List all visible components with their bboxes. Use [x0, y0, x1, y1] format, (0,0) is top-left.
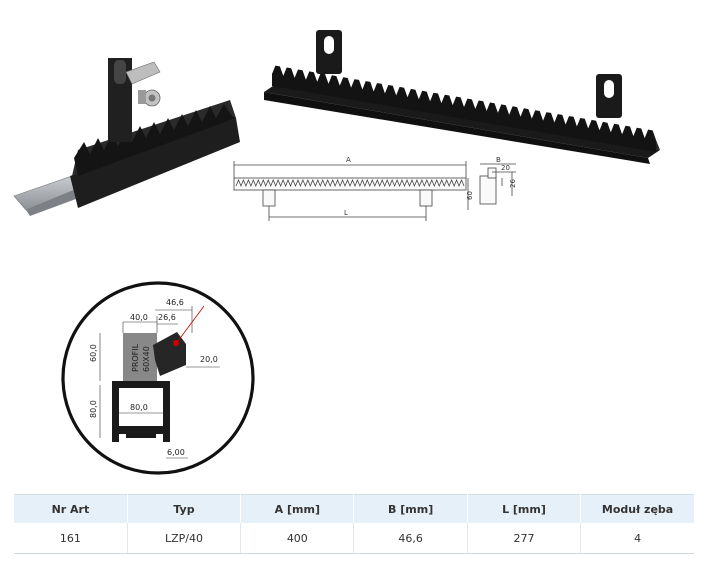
col-header-nr-art: Nr Art [14, 494, 128, 523]
cell-b: 46,6 [353, 523, 468, 554]
cell-l: 277 [467, 523, 582, 554]
rack-render [264, 30, 660, 164]
table-row: 161 LZP/40 400 46,6 277 4 [14, 523, 694, 554]
dim-26-6-label: 26,6 [158, 313, 176, 322]
dim-6-00-label: 6,00 [167, 448, 185, 457]
col-header-modul: Moduł zęba [580, 494, 694, 523]
dim-80-0-vertical-label: 80,0 [89, 400, 98, 418]
col-header-l: L [mm] [467, 494, 582, 523]
dim-60-label: 60 [466, 191, 474, 200]
dim-80-0-horizontal-label: 80,0 [130, 403, 148, 412]
col-header-b: B [mm] [353, 494, 468, 523]
dim-b-label: B [496, 156, 501, 164]
dim-20-0-label: 20,0 [200, 355, 218, 364]
dim-26-label: 26 [509, 179, 517, 188]
profile-label-line2: 60X40 [142, 346, 151, 372]
rack-technical-drawing [233, 161, 516, 221]
rack-on-profile-render [13, 58, 240, 216]
dim-60-0-label: 60,0 [89, 344, 98, 362]
cell-nr-art: 161 [14, 523, 128, 554]
dim-a-label: A [346, 156, 351, 164]
col-header-a: A [mm] [240, 494, 355, 523]
cell-typ: LZP/40 [127, 523, 242, 554]
dim-46-6-label: 46,6 [166, 298, 184, 307]
profile-label-line1: PROFIL [131, 343, 140, 372]
spec-table-header-row: Nr Art Typ A [mm] B [mm] L [mm] Moduł zę… [14, 494, 694, 523]
dim-l-label: L [344, 209, 348, 217]
spec-table: Nr Art Typ A [mm] B [mm] L [mm] Moduł zę… [14, 494, 694, 554]
cell-modul: 4 [580, 523, 694, 554]
dim-40-0-label: 40,0 [130, 313, 148, 322]
cross-section-diagram [61, 281, 255, 475]
product-figure: A L B 20 60 26 46,6 40,0 26,6 60,0 20,0 … [13, 30, 660, 475]
col-header-typ: Typ [127, 494, 242, 523]
cell-a: 400 [240, 523, 355, 554]
dim-20-label: 20 [501, 164, 510, 172]
